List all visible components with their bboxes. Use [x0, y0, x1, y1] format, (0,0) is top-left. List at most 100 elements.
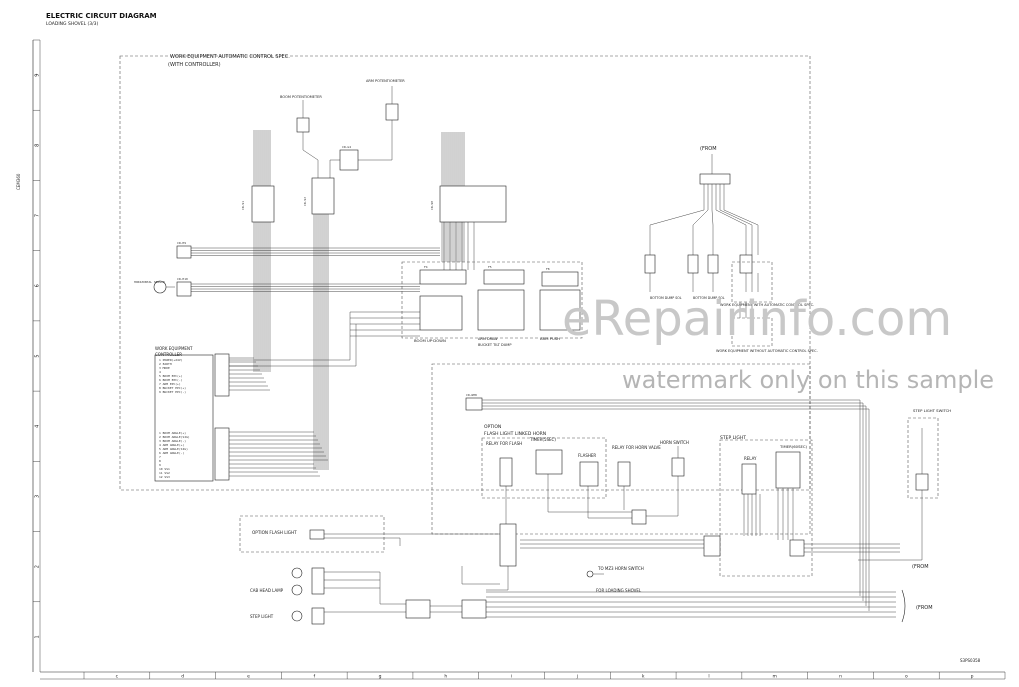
horn-switch-label: HORN SWITCH [660, 440, 689, 445]
connector-f5 [687, 254, 699, 274]
row-label: 6 [35, 284, 41, 287]
column-label: k [642, 674, 645, 680]
column-label: m [773, 675, 777, 680]
controller-pin: 6 BOOM EPC(-) [159, 378, 183, 382]
controller-pin: 3 BOOM ANGLE(-) [159, 439, 186, 443]
valve-f4-label: F4 [424, 265, 428, 269]
connector-27 [214, 427, 230, 481]
column-label: o [905, 675, 908, 680]
mz3-terminal [586, 570, 594, 578]
column-label: l [708, 674, 709, 680]
valve-rs6 [477, 289, 525, 331]
connector-m2 [631, 509, 647, 525]
row-label: 9 [35, 74, 41, 77]
relay-horn-valve [617, 461, 631, 487]
flash-horn-box [481, 437, 607, 499]
controller-pin: 8 [159, 459, 161, 463]
connector-c5 [739, 254, 753, 274]
from-top-connector [699, 173, 731, 185]
timer-label: TIMER(5SEC) [529, 437, 556, 442]
row-label: 5 [35, 354, 41, 357]
diagram-subtitle: LOADING SHOVEL (3/3) [46, 21, 99, 27]
controller-pin: 7 ARM EPC(+) [159, 382, 181, 386]
bus-wires [482, 399, 870, 611]
boom-updown-label: BOOM UP·DOWN [414, 338, 446, 343]
watermark-url: eRepairinfo.com [562, 291, 952, 347]
connector-h9 [176, 245, 192, 259]
horizontal-sensor-label: HORIZONTAL SENSOR [134, 280, 165, 284]
step-light-title: STEP LIGHT [720, 435, 746, 441]
relay-label: RELAY [744, 456, 757, 461]
work-equipment-controller [154, 354, 214, 482]
connector-w9 [789, 539, 805, 557]
controller-pin: 1 BOOM ANGLE(+) [159, 431, 186, 435]
boom-potentiometer [296, 117, 310, 133]
connector-h9-label: CN-H9 [177, 241, 186, 245]
controller-pin: 4 [159, 370, 161, 374]
connector-e5 [499, 523, 517, 567]
step-light-label: STEP LIGHT [250, 614, 274, 619]
controller-wires [229, 357, 328, 477]
connector-98-label: CN-98 [430, 201, 434, 210]
with-auto-box [731, 261, 773, 303]
connector-f8 [707, 254, 719, 274]
option-flash-light-label: OPTION FLASH LIGHT [252, 530, 297, 535]
column-label: f [313, 674, 315, 680]
step-lamp-connector [311, 607, 325, 625]
column-label: n [839, 675, 842, 680]
controller-pin: 9 [159, 463, 161, 467]
row-label: 1 [35, 635, 41, 638]
row-label: 3 [35, 495, 41, 498]
connector-f2 [644, 254, 656, 274]
step-light-box [719, 439, 813, 577]
valve-rs8 [539, 289, 581, 331]
relay-flash [499, 457, 513, 487]
controller-pin: 8 BUCKET EPC(+) [159, 386, 186, 390]
controller-pin: 1 POWER(+24V) [159, 358, 183, 362]
connector-h10-label: CN-H10 [177, 277, 188, 281]
with-auto-label: WORK EQUIPMENT WITH AUTOMATIC CONTROL SP… [720, 303, 814, 307]
controller-subtitle: CONTROLLER [155, 352, 182, 357]
column-label: e [247, 675, 250, 680]
bucket-tilt-label: BUCKET TILT DUMP [478, 343, 511, 347]
lower-left-wires [324, 533, 604, 613]
connector-26 [214, 353, 230, 397]
controller-pin: 5 ARM ANGLE(SIG) [159, 447, 188, 451]
valve-f4 [419, 269, 467, 285]
valve-rs5 [419, 295, 463, 331]
bottom-dump-sol-left: BOTTOM DUMP SOL [650, 296, 682, 300]
diagram-title: ELECTRIC CIRCUIT DIAGRAM [46, 12, 157, 20]
column-label: d [181, 674, 184, 680]
controller-pin: 2 BOOM ANGLE(SIG) [159, 435, 190, 439]
controller-pin: 7 [159, 455, 161, 459]
boom-potentiometer-label: BOOM POTENTIOMETER [280, 95, 322, 99]
connector-91-label: CN-91 [241, 201, 245, 210]
auto-control-region [119, 55, 811, 491]
to-mz3-label: TO MZ3 HORN SWITCH [597, 566, 644, 571]
arm-potentiometer-label: ARM POTENTIOMETER [366, 79, 405, 83]
flasher-block [579, 461, 599, 487]
connector-w8 [703, 535, 721, 557]
controller-pin: 4 ARM ANGLE(+) [159, 443, 184, 447]
watermark-note: watermark only on this sample [622, 366, 994, 394]
step-light-switch-label: STEP LIGHT SWITCH [913, 408, 951, 413]
horn-switch [671, 457, 685, 477]
right-upper-wires [649, 184, 759, 318]
arm-push-label: ARM PUSH [540, 336, 560, 341]
arm-draw-label: ARM DRAW [478, 337, 498, 341]
connector-wh8-label: CN-WH8 [466, 393, 477, 397]
figure-code: S3PS0358 [960, 658, 981, 663]
valve-group [401, 261, 583, 339]
right-side-wires [486, 488, 923, 623]
side-code: CEM360 [16, 173, 21, 190]
connector-92-label: CN-92 [303, 197, 307, 206]
for-loading-shovel-label: FOR LOADING SHOVEL [596, 588, 642, 593]
from-bot-label: (FROM [916, 605, 933, 611]
connector-h10 [176, 281, 192, 297]
from-mid-label: (FROM [912, 564, 929, 570]
step-relay [741, 463, 757, 495]
relay-flash-label: RELAY FOR FLASH [486, 441, 522, 446]
connector-92 [311, 177, 335, 215]
row-label: 7 [35, 214, 41, 217]
